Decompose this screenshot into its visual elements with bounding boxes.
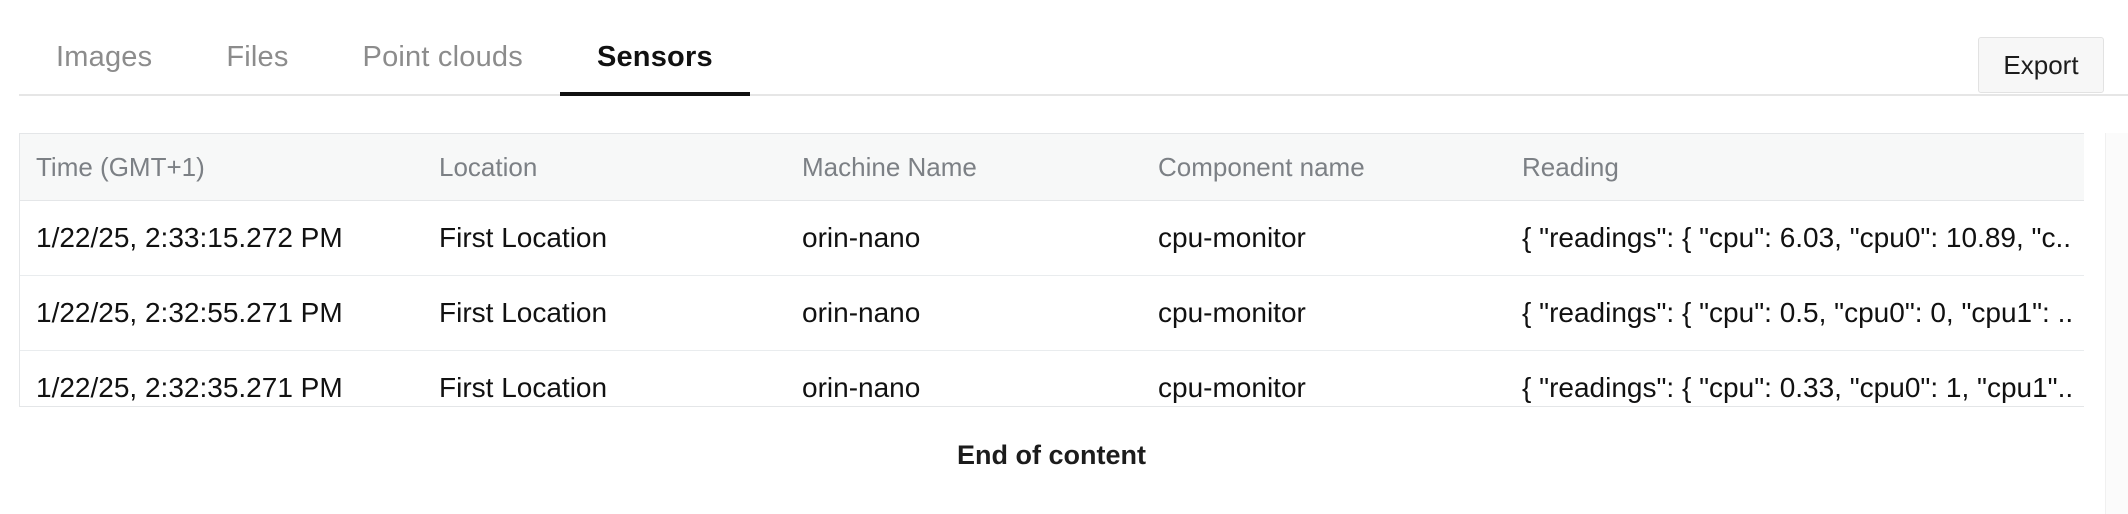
- table-row[interactable]: 1/22/25, 2:32:55.271 PM First Location o…: [20, 275, 2084, 351]
- cell-time: 1/22/25, 2:32:35.271 PM: [20, 350, 423, 406]
- cell-time: 1/22/25, 2:32:55.271 PM: [20, 275, 423, 351]
- cell-reading: { "readings": { "cpu": 0.33, "cpu0": 1, …: [1506, 350, 2084, 406]
- column-header-time[interactable]: Time (GMT+1): [20, 134, 423, 201]
- column-header-machine-name[interactable]: Machine Name: [786, 134, 1142, 201]
- cell-component-name: cpu-monitor: [1142, 350, 1506, 406]
- tab-sensors[interactable]: Sensors: [559, 40, 750, 96]
- column-header-reading[interactable]: Reading: [1506, 134, 2084, 201]
- cell-location: First Location: [423, 350, 786, 406]
- cell-machine-name: orin-nano: [786, 350, 1142, 406]
- cell-machine-name: orin-nano: [786, 200, 1142, 276]
- tab-files[interactable]: Files: [189, 40, 325, 96]
- vertical-scrollbar[interactable]: [2105, 133, 2128, 514]
- cell-component-name: cpu-monitor: [1142, 200, 1506, 276]
- table-row[interactable]: 1/22/25, 2:33:15.272 PM First Location o…: [20, 200, 2084, 276]
- cell-location: First Location: [423, 275, 786, 351]
- sensors-table-container: Time (GMT+1) Location Machine Name Compo…: [19, 133, 2084, 407]
- tab-bar: Images Files Point clouds Sensors Export: [0, 0, 2128, 96]
- column-header-component-name[interactable]: Component name: [1142, 134, 1506, 201]
- cell-reading: { "readings": { "cpu": 6.03, "cpu0": 10.…: [1506, 200, 2084, 276]
- sensors-table: Time (GMT+1) Location Machine Name Compo…: [20, 134, 2084, 406]
- table-header-row: Time (GMT+1) Location Machine Name Compo…: [20, 134, 2084, 201]
- tab-bar-divider: [19, 94, 2128, 96]
- export-button[interactable]: Export: [1978, 37, 2104, 93]
- table-header: Time (GMT+1) Location Machine Name Compo…: [20, 134, 2084, 201]
- table-body: 1/22/25, 2:33:15.272 PM First Location o…: [20, 200, 2084, 406]
- cell-machine-name: orin-nano: [786, 275, 1142, 351]
- end-of-content-label: End of content: [957, 440, 1146, 470]
- cell-time: 1/22/25, 2:33:15.272 PM: [20, 200, 423, 276]
- cell-reading: { "readings": { "cpu": 0.5, "cpu0": 0, "…: [1506, 275, 2084, 351]
- cell-location: First Location: [423, 200, 786, 276]
- table-row[interactable]: 1/22/25, 2:32:35.271 PM First Location o…: [20, 350, 2084, 406]
- tab-list: Images Files Point clouds Sensors: [19, 40, 750, 96]
- column-header-location[interactable]: Location: [423, 134, 786, 201]
- tab-point-clouds[interactable]: Point clouds: [326, 40, 560, 96]
- cell-component-name: cpu-monitor: [1142, 275, 1506, 351]
- tab-images[interactable]: Images: [19, 40, 189, 96]
